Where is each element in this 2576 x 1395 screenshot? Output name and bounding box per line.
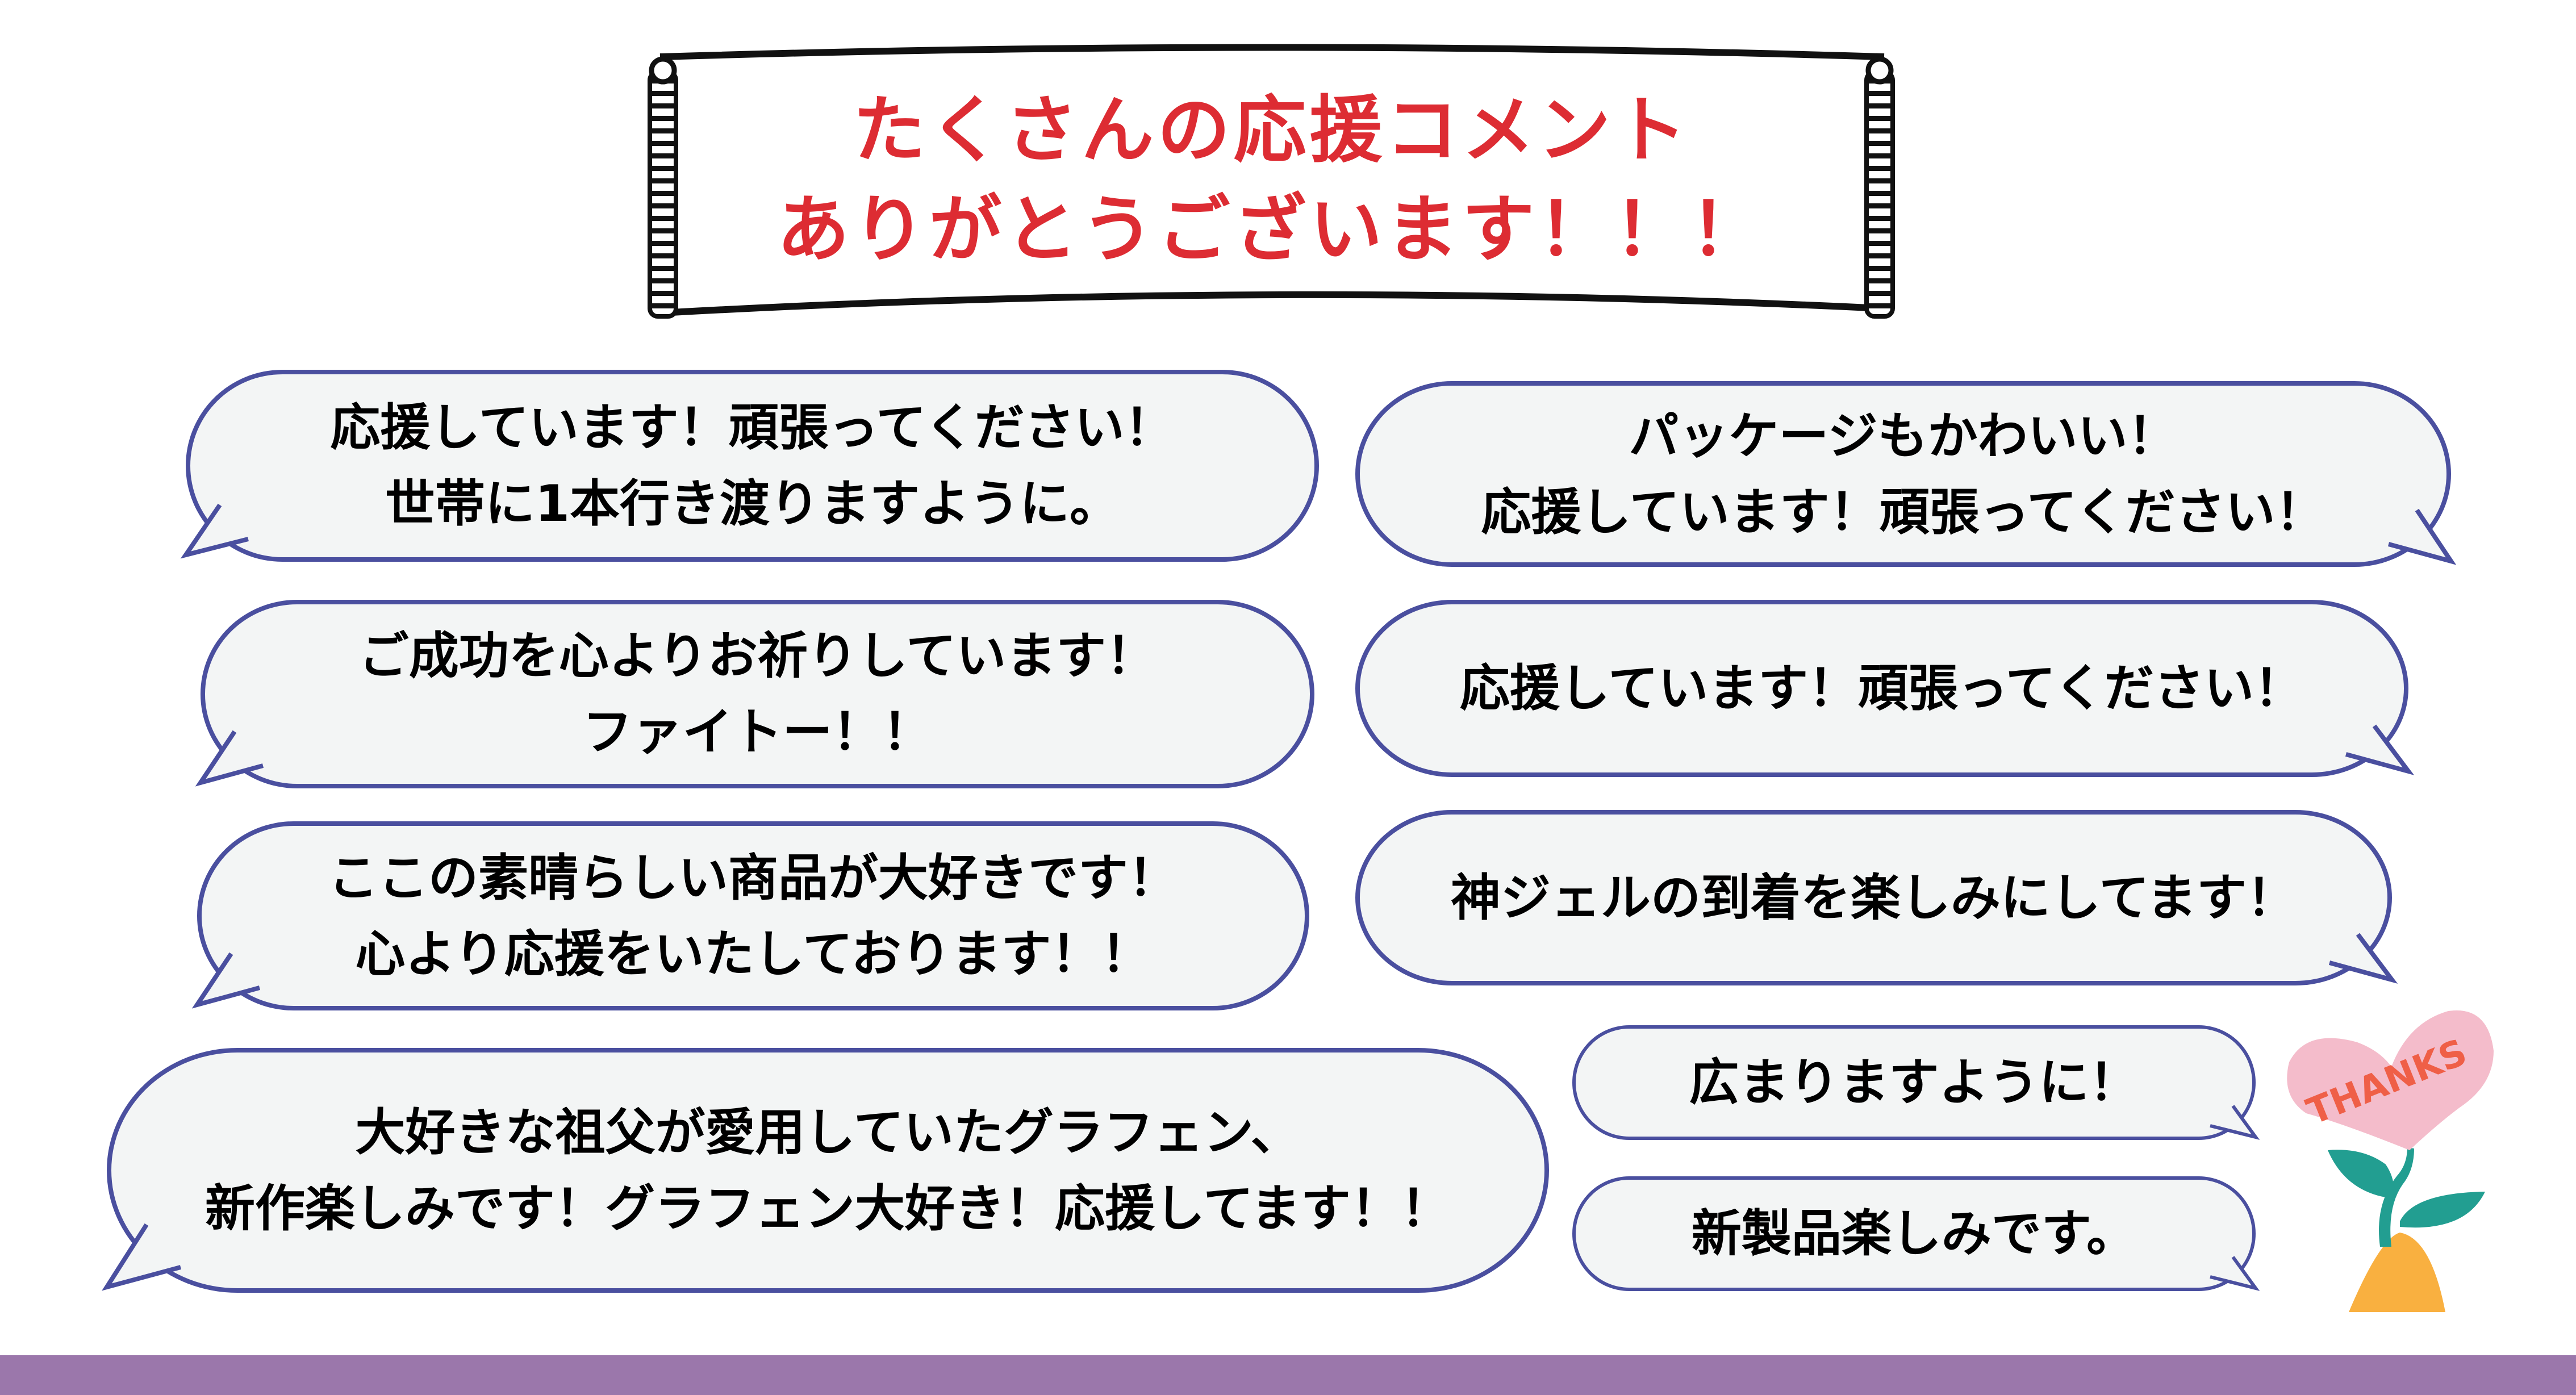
comment-text: パッケージもかわいい！ (1629, 406, 2178, 465)
leaf-left (2328, 1150, 2394, 1198)
bubble-tail-icon (2387, 508, 2457, 565)
comment-bubble: パッケージもかわいい！ 応援しています！頑張ってください！ (1355, 381, 2457, 567)
comment-text: ここの素晴らしい商品が大好きです！ (328, 848, 1178, 907)
bubble-tail-icon (2328, 933, 2398, 984)
bubble-tail-icon (2345, 724, 2415, 775)
comment-text: 新作楽しみです！グラフェン大好き！応援してます！！ (205, 1179, 1451, 1238)
soil-mound (2349, 1233, 2445, 1312)
comment-text: 新製品楽しみです。 (1691, 1204, 2137, 1263)
bubble-tail-icon (102, 1223, 182, 1291)
comment-text: ファイトー！！ (582, 703, 933, 761)
comment-bubble: 大好きな祖父が愛用していたグラフェン、新作楽しみです！グラフェン大好き！応援して… (102, 1048, 1549, 1293)
comment-bubble: ご成功を心よりお祈りしています！ ファイトー！！ (195, 600, 1314, 788)
comment-bubble: 応援しています！頑張ってください！ (1355, 600, 2415, 777)
bubble-tail-icon (191, 952, 261, 1009)
comment-text: ご成功を心よりお祈りしています！ (358, 627, 1157, 685)
comment-bubble: 広まりますように！ (1572, 1025, 2260, 1140)
comment-text: 広まりますように！ (1689, 1053, 2139, 1112)
banner-line-2: ありがとうございます！！！ (776, 187, 1767, 272)
comment-bubble: ここの素晴らしい商品が大好きです！ 心より応援をいたしております！！ (191, 821, 1309, 1010)
bubble-tail-icon (2210, 1256, 2260, 1291)
comment-text: 応援しています！頑張ってください！ (1459, 659, 2304, 717)
comment-text: 大好きな祖父が愛用していたグラフェン、 (355, 1102, 1301, 1162)
heart (2287, 1010, 2494, 1150)
bubble-tail-icon (195, 730, 264, 787)
thanks-heart-plant-icon: THANKS (2287, 1010, 2494, 1312)
bubble-tail-icon (180, 503, 249, 559)
comment-text: 応援しています！頑張ってください！ (330, 398, 1175, 457)
comment-bubble: 神ジェルの到着を楽しみにしてます！ (1355, 810, 2398, 985)
comment-bubble: 応援しています！頑張ってください！ 世帯に1本行き渡りますように。 (180, 370, 1319, 562)
footer-bar (0, 1355, 2576, 1395)
banner-heading: たくさんの応援コメント ありがとうございます！！！ (637, 81, 1906, 279)
comment-text: 神ジェルの到着を楽しみにしてます！ (1451, 868, 2297, 927)
comment-text: 心より応援をいたしております！！ (355, 924, 1151, 983)
comment-text: 応援しています！頑張ってください！ (1481, 482, 2326, 541)
bubble-tail-icon (2210, 1105, 2260, 1140)
leaf-right (2400, 1192, 2485, 1228)
comment-bubble: 新製品楽しみです。 (1572, 1176, 2260, 1291)
comment-text: 世帯に1本行き渡りますように。 (385, 474, 1120, 533)
scroll-banner-frame (648, 44, 1895, 319)
title-banner: たくさんの応援コメント ありがとうございます！！！ (637, 41, 1906, 328)
banner-line-1: たくさんの応援コメント (853, 88, 1690, 173)
stem (2379, 1147, 2414, 1247)
